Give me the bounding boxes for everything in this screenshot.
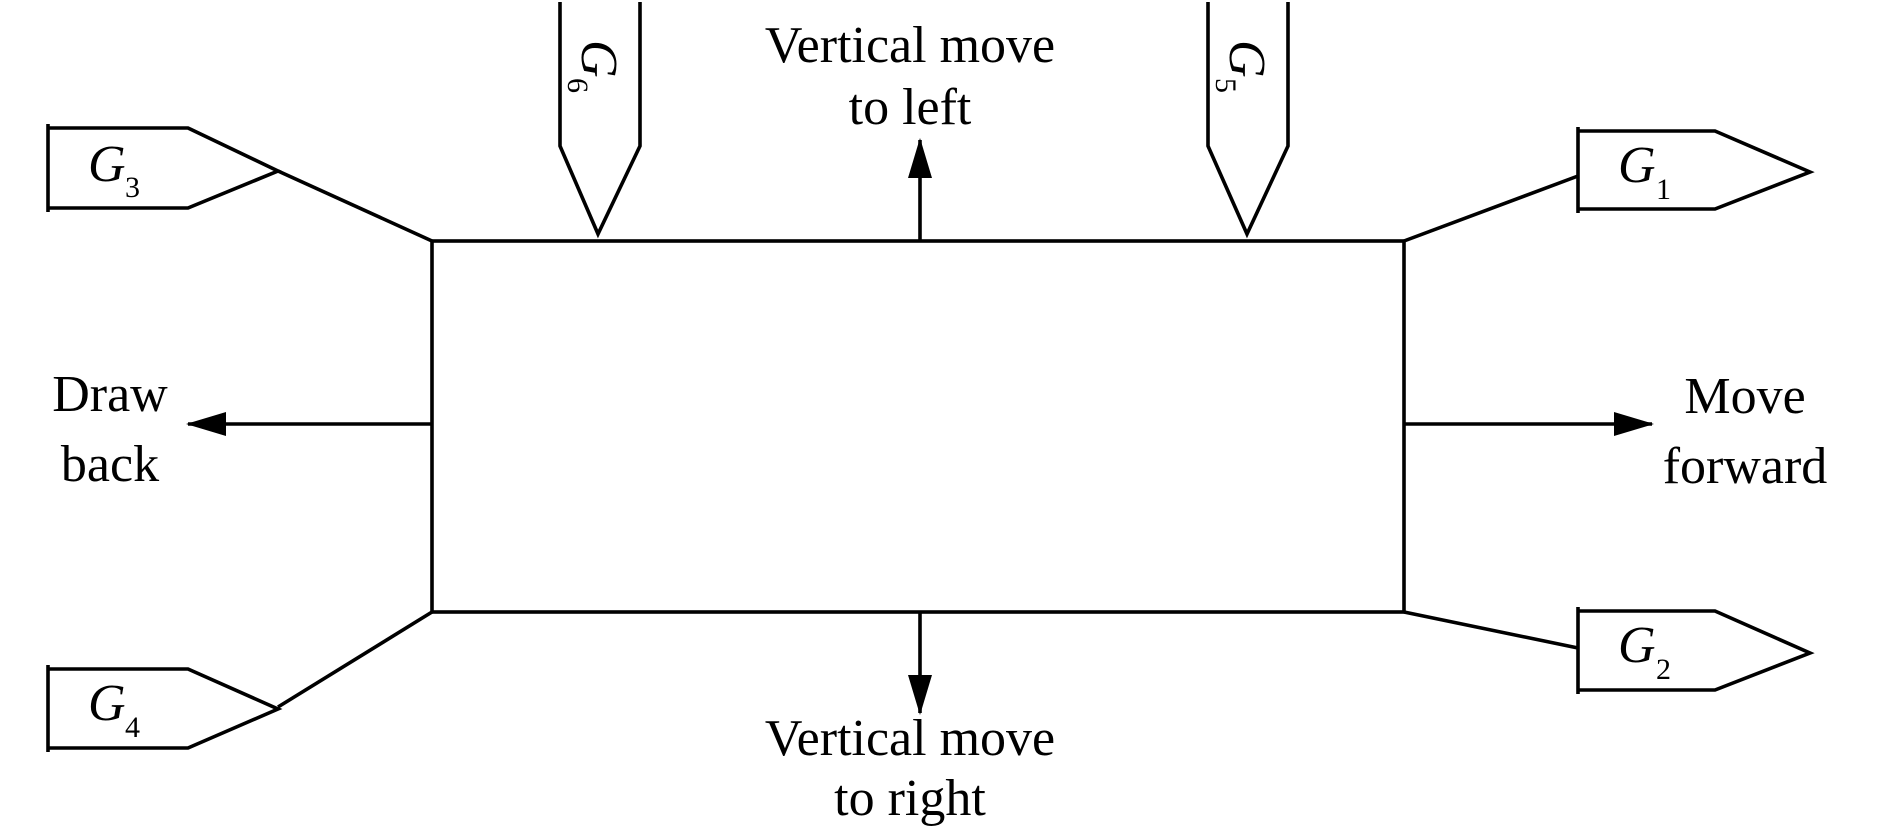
- connector-g2: [1403, 610, 1579, 650]
- gripper-g6-index: 6: [561, 78, 594, 93]
- gripper-g6: G 6: [558, 2, 642, 239]
- label-left-line1: Draw: [52, 366, 168, 423]
- gripper-g3-index: 3: [125, 171, 140, 204]
- gripper-g2-index: 2: [1656, 653, 1671, 686]
- connector-g1: [1403, 174, 1579, 243]
- gripper-g6-letter: G: [570, 40, 627, 78]
- gripper-g5-letter: G: [1218, 40, 1275, 78]
- gripper-g2: G 2: [1576, 607, 1815, 694]
- connector-g3: [277, 169, 433, 243]
- gripper-g2-letter: G: [1618, 617, 1656, 674]
- gripper-g3: G 3: [46, 124, 283, 212]
- connector-g4: [277, 610, 433, 709]
- label-up-line1: Vertical move: [765, 17, 1055, 74]
- label-right-line2: forward: [1663, 438, 1828, 495]
- workpiece-rectangle: [430, 239, 1406, 614]
- gripper-g4-index: 4: [125, 711, 140, 744]
- gripper-g5-index: 5: [1209, 78, 1242, 93]
- gripper-g3-letter: G: [88, 136, 126, 193]
- label-down-line2: to right: [834, 770, 986, 827]
- gripper-g4-letter: G: [88, 675, 126, 732]
- gripper-g4: G 4: [46, 665, 283, 752]
- label-up-line2: to left: [849, 79, 972, 136]
- gripper-g1: G 1: [1576, 127, 1815, 213]
- label-right-line1: Move: [1684, 368, 1805, 425]
- gripper-g5: G 5: [1206, 2, 1290, 239]
- gripper-g1-index: 1: [1656, 173, 1671, 206]
- gripper-g1-letter: G: [1618, 137, 1656, 194]
- label-down-line1: Vertical move: [765, 710, 1055, 767]
- label-left-line2: back: [61, 436, 159, 493]
